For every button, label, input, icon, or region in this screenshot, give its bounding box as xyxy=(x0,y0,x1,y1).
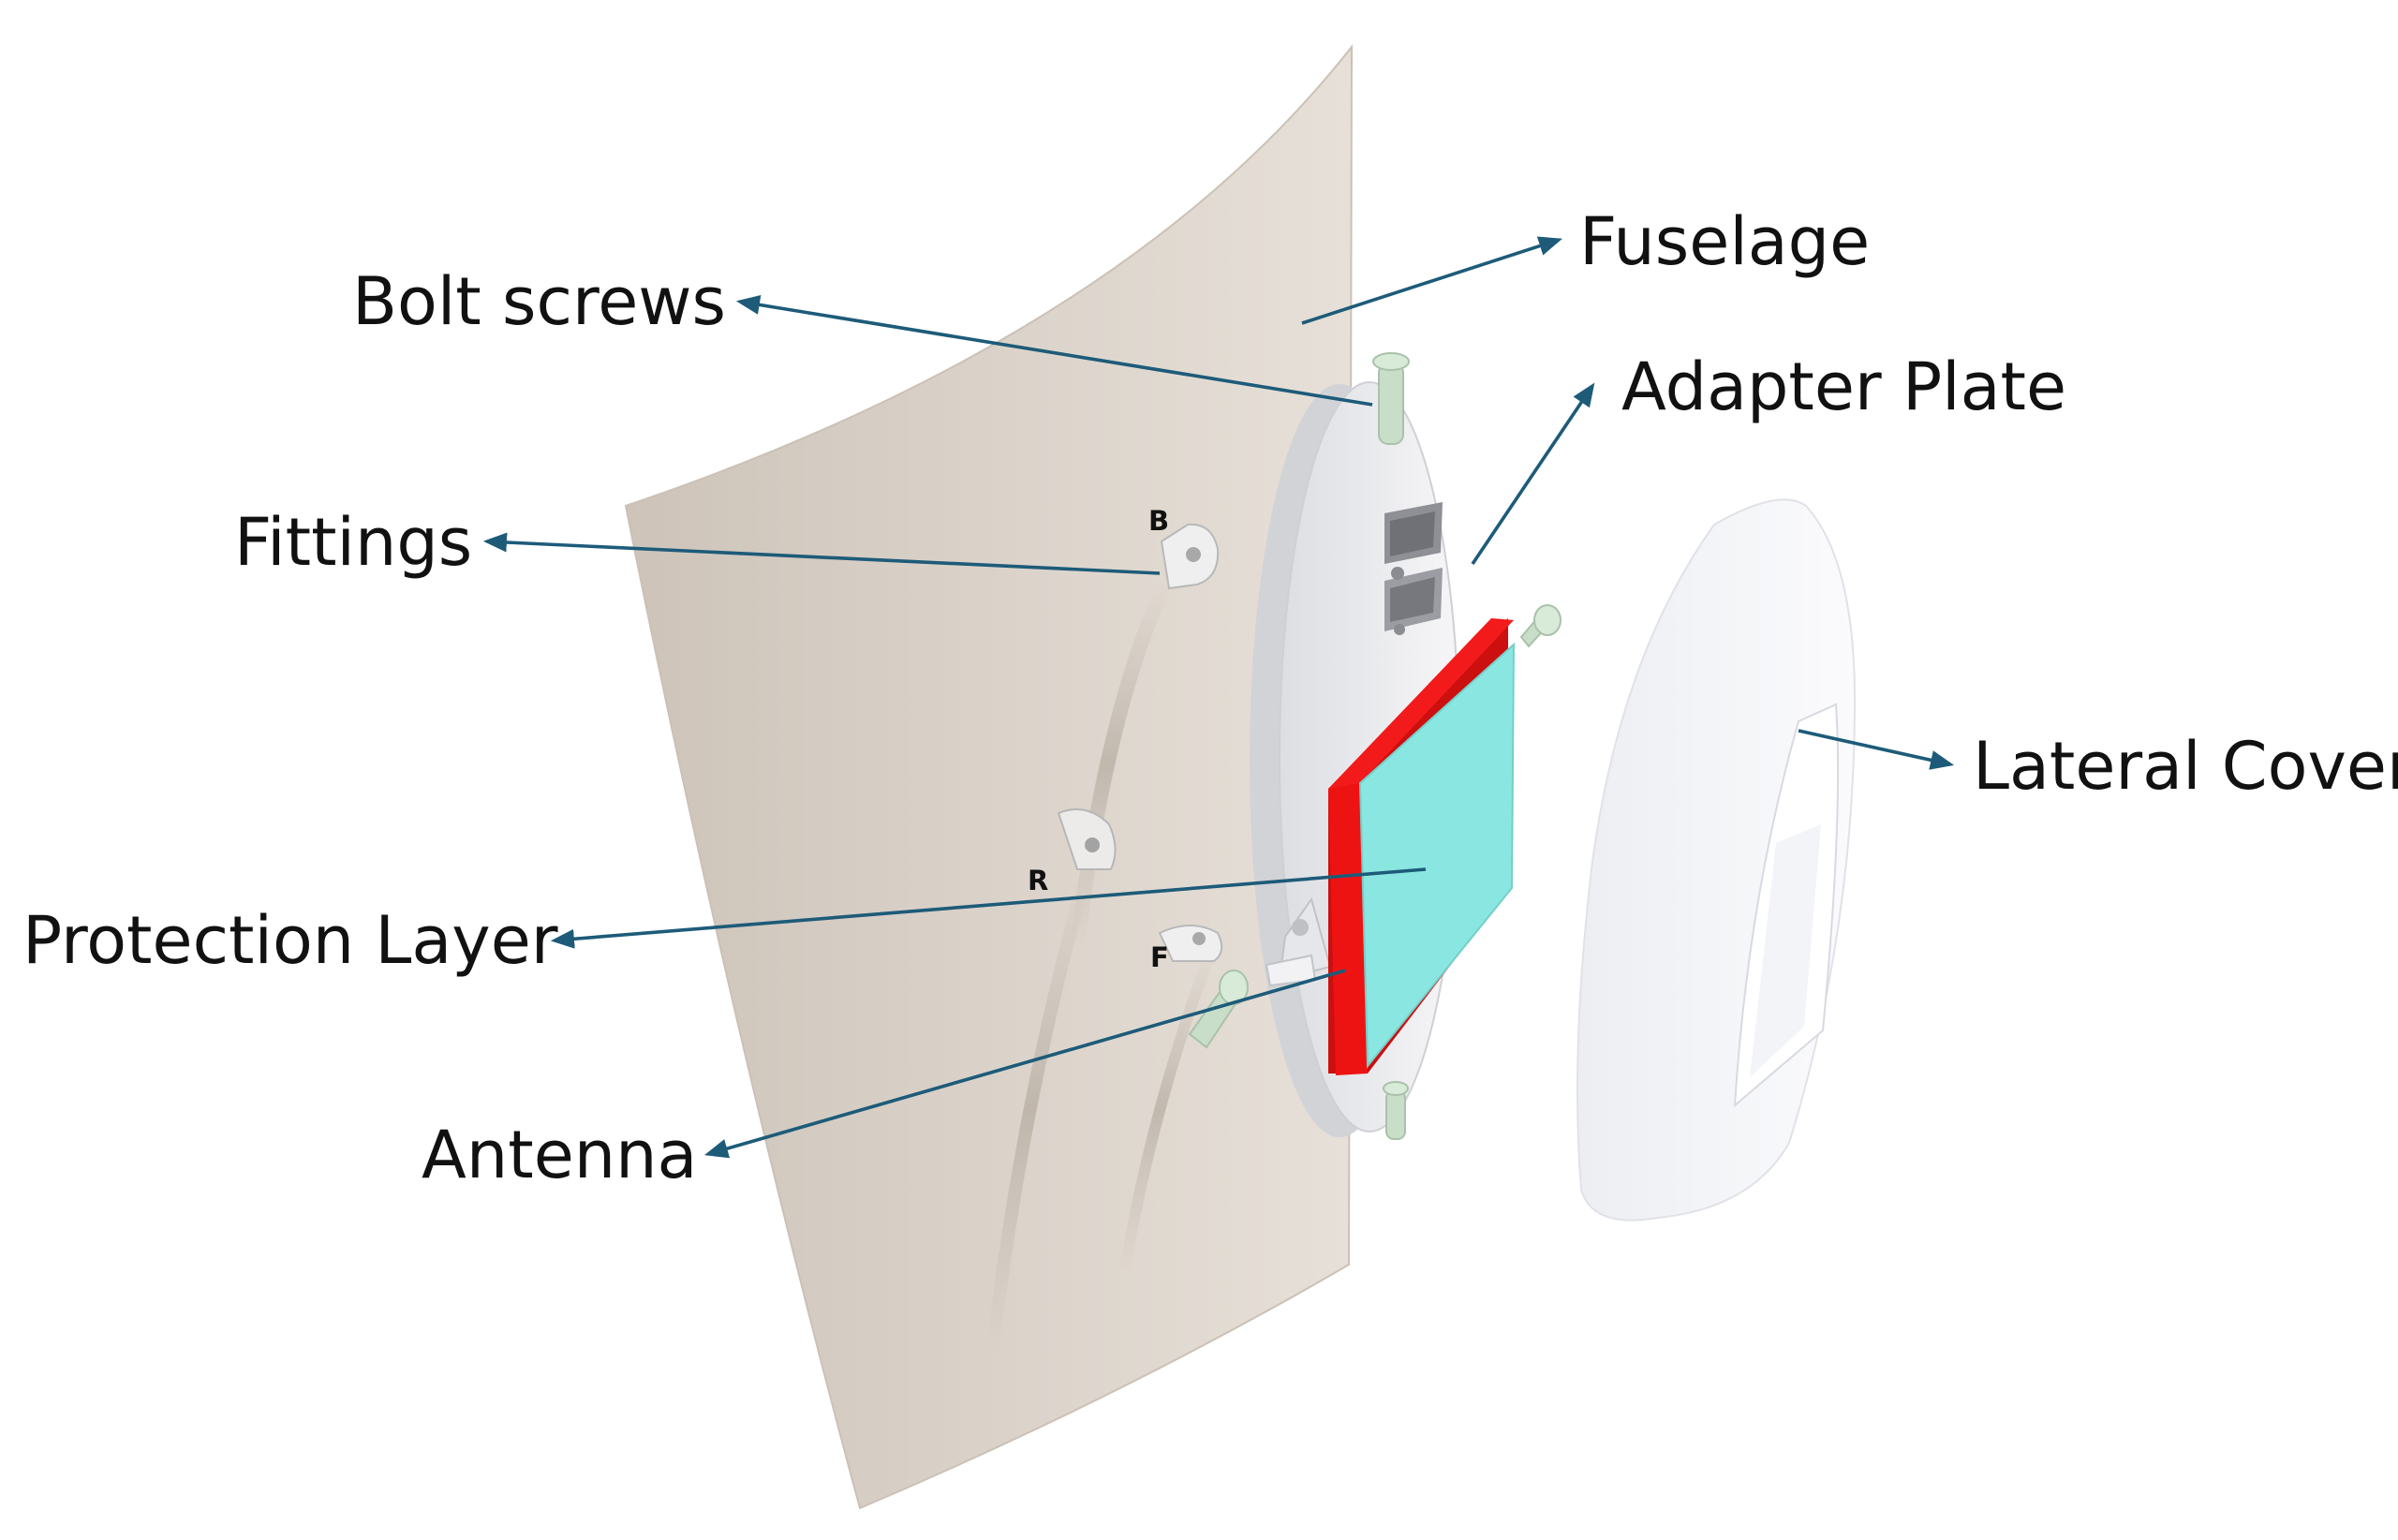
label-fittings: Fittings xyxy=(234,504,472,581)
label-protection-layer: Protection Layer xyxy=(22,902,558,979)
protection-layer xyxy=(1358,642,1516,1069)
fitting-r xyxy=(1057,808,1117,870)
bolt-screw-top xyxy=(1372,352,1410,445)
lateral-cover xyxy=(1576,498,1857,1222)
label-lateral-cover: Lateral Cover xyxy=(1973,728,2398,805)
leader-adapter-plate xyxy=(1471,382,1595,566)
leader-bolt-screws xyxy=(735,295,1373,407)
label-adapter-plate: Adapter Plate xyxy=(1621,348,2066,425)
leader-fuselage xyxy=(1301,236,1562,325)
leader-protection-layer xyxy=(550,867,1427,949)
fitting-b xyxy=(1160,523,1220,590)
label-fuselage: Fuselage xyxy=(1579,203,1870,280)
fuselage-panel xyxy=(624,44,1354,1510)
fitting-f xyxy=(1158,925,1223,962)
label-antenna: Antenna xyxy=(422,1117,697,1193)
bolt-screw-right xyxy=(1519,604,1562,648)
leader-lateral-cover xyxy=(1798,729,1955,770)
fitting-letter-r: R xyxy=(1028,865,1048,896)
bolt-screw-bottom xyxy=(1383,1081,1409,1140)
fitting-letter-f: F xyxy=(1150,941,1169,973)
leader-fittings xyxy=(482,532,1161,575)
fitting-letter-b: B xyxy=(1148,505,1169,537)
label-bolt-screws: Bolt screws xyxy=(352,263,726,340)
leader-antenna xyxy=(703,969,1346,1159)
